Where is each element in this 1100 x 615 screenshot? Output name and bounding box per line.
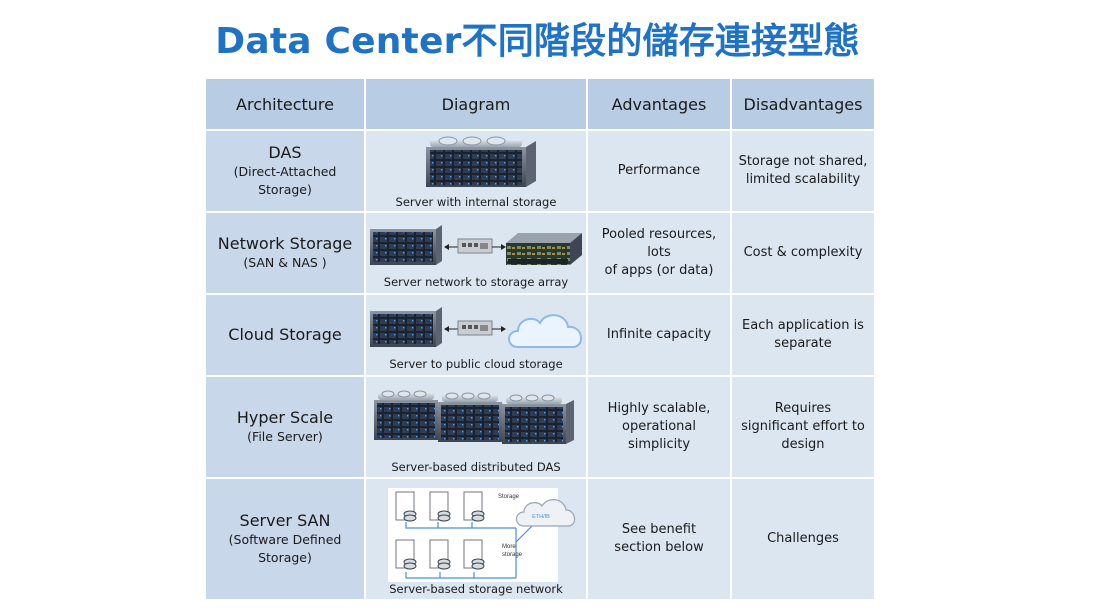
server-storage-diagram xyxy=(426,136,536,187)
hyper-scale-diagram xyxy=(374,390,574,444)
storage-array-icon xyxy=(506,233,582,265)
diagram-label-more: More xyxy=(502,544,516,550)
cloud-storage-diagram xyxy=(370,307,583,348)
cloud-icon xyxy=(508,314,583,348)
header-diagram: Diagram xyxy=(364,77,588,131)
disadvantages-cell: Storage not shared, limited scalability xyxy=(730,129,876,213)
diagram-cell: Server-based distributed DAS xyxy=(364,375,588,479)
storage-server-icon xyxy=(374,390,438,440)
network-links xyxy=(405,521,537,579)
table-row: DAS (Direct-Attached Storage) Server w xyxy=(204,129,876,213)
network-switch-icon xyxy=(457,320,493,336)
diagram-cell: Server network to storage array xyxy=(364,211,588,295)
diagram-cell: Server to public cloud storage xyxy=(364,293,588,377)
diagram-caption: Server to public cloud storage xyxy=(389,357,563,371)
disadvantages-cell: Challenges xyxy=(730,477,876,601)
table-row: Cloud Storage xyxy=(204,293,876,377)
advantages-cell: Infinite capacity xyxy=(586,293,732,377)
architecture-subtitle: (Direct-Attached Storage) xyxy=(233,164,337,197)
architecture-cell: Cloud Storage xyxy=(204,293,366,377)
storage-server-icon xyxy=(370,307,442,347)
page-title: Data Center不同階段的儲存連接型態 xyxy=(215,21,860,62)
disk-stack-icon xyxy=(403,510,485,570)
diagram-caption: Server with internal storage xyxy=(395,195,557,209)
architecture-cell: DAS (Direct-Attached Storage) xyxy=(204,129,366,213)
advantages-cell: Highly scalable, operational simplicity xyxy=(586,375,732,479)
diagram-label-more-storage: storage xyxy=(502,552,523,558)
disadvantages-cell: Each application is separate xyxy=(730,293,876,377)
architecture-cell: Network Storage (SAN & NAS ) xyxy=(204,211,366,295)
cloud-icon xyxy=(515,499,576,527)
diagram-caption: Server network to storage array xyxy=(383,275,569,289)
table-row: Hyper Scale (File Server) xyxy=(204,375,876,479)
advantages-cell: Pooled resources, lots of apps (or data) xyxy=(586,211,732,295)
diagram-cell: Storage ETH/IB More storage Server-based… xyxy=(364,477,588,601)
storage-architecture-table: Architecture Diagram Advantages Disadvan… xyxy=(204,77,876,601)
architecture-subtitle: (File Server) xyxy=(247,429,323,444)
storage-server-icon xyxy=(370,225,442,265)
advantages-cell: Performance xyxy=(586,129,732,213)
diagram-label-network: ETH/IB xyxy=(532,514,550,520)
storage-server-icon xyxy=(438,392,502,442)
disadvantages-cell: Cost & complexity xyxy=(730,211,876,295)
network-switch-icon xyxy=(457,238,493,254)
header-architecture: Architecture xyxy=(204,77,366,131)
network-storage-diagram xyxy=(370,225,582,265)
server-san-diagram: Storage ETH/IB More storage xyxy=(388,488,576,582)
header-disadvantages: Disadvantages xyxy=(730,77,876,131)
architecture-cell: Server SAN (Software Defined Storage) xyxy=(204,477,366,601)
storage-server-icon xyxy=(502,394,574,444)
header-advantages: Advantages xyxy=(586,77,732,131)
diagram-caption: Server-based distributed DAS xyxy=(391,460,561,474)
architecture-subtitle: (SAN & NAS ) xyxy=(243,255,327,270)
diagram-caption: Server-based storage network xyxy=(389,582,563,596)
architecture-name: Network Storage xyxy=(217,234,353,253)
disadvantages-cell: Requires significant effort to design xyxy=(730,375,876,479)
storage-server-icon xyxy=(426,136,536,187)
architecture-name: DAS xyxy=(268,143,302,162)
header-row: Architecture Diagram Advantages Disadvan… xyxy=(204,77,876,131)
table-row: Network Storage (SAN & NAS ) xyxy=(204,211,876,295)
diagram-cell: Server with internal storage xyxy=(364,129,588,213)
architecture-name: Hyper Scale xyxy=(236,408,334,427)
table-row: Server SAN (Software Defined Storage) xyxy=(204,477,876,601)
architecture-cell: Hyper Scale (File Server) xyxy=(204,375,366,479)
architecture-name: Cloud Storage xyxy=(228,325,342,344)
architecture-name: Server SAN xyxy=(239,511,331,530)
architecture-subtitle: (Software Defined Storage) xyxy=(228,532,342,565)
diagram-label-storage: Storage xyxy=(498,494,520,500)
advantages-cell: See benefit section below xyxy=(586,477,732,601)
